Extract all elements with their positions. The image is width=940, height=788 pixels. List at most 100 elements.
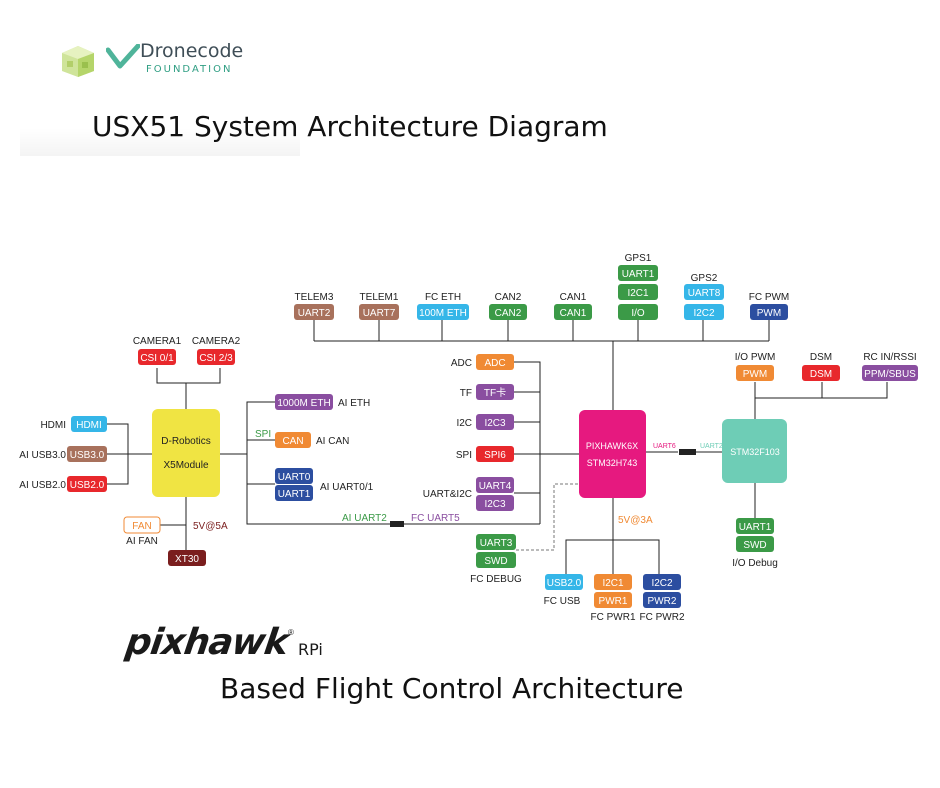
tag-usb30: USB3.0 — [67, 446, 107, 462]
tag-swd: SWD — [476, 552, 516, 568]
tag-eth1000: 1000M ETH — [275, 394, 333, 410]
label-telem3: TELEM3 — [295, 292, 334, 303]
line-fc-debug — [516, 483, 579, 551]
tag-i2c3b: I2C3 — [476, 495, 514, 511]
tag-i2c2: I2C2 — [643, 574, 681, 590]
label-fc-pwr1: FC PWR1 — [591, 612, 636, 623]
tag-text: SWD — [743, 540, 766, 551]
tag-text: I/O — [631, 308, 645, 319]
label-dsm: DSM — [810, 352, 832, 363]
label-ai-uart01: AI UART0/1 — [320, 482, 374, 493]
tag-text: I2C1 — [627, 288, 649, 299]
tag-text: UART3 — [480, 538, 513, 549]
label-io-pwm: I/O PWM — [735, 352, 776, 363]
tag-text: I2C3 — [484, 499, 506, 510]
tag-usb20a: USB2.0 — [67, 476, 107, 492]
tag-telem1: UART7 — [359, 304, 399, 320]
tag-io-uart1: UART1 — [736, 518, 774, 534]
tag-text: USB3.0 — [70, 450, 105, 461]
tag-text: UART1 — [278, 489, 311, 500]
page-title: USX51 System Architecture Diagram — [92, 110, 608, 143]
label-fceth: FC ETH — [425, 292, 461, 303]
tag-text: UART8 — [688, 288, 721, 299]
tag-dsm: DSM — [802, 365, 840, 381]
pixhawk-line2: STM32H743 — [587, 458, 638, 468]
tag-i2c3: I2C3 — [476, 414, 514, 430]
tag-ppm: PPM/SBUS — [862, 365, 918, 381]
tag-text: I2C2 — [693, 308, 715, 319]
tag-text: PWM — [743, 369, 767, 380]
pixhawk-logo: pixhawk — [123, 622, 291, 663]
label-rc-in: RC IN/RSSI — [863, 352, 916, 363]
tag-text: PWR2 — [648, 596, 677, 607]
tag-tf: TF卡 — [476, 384, 514, 400]
label-fc-uart5: FC UART5 — [411, 513, 460, 524]
uart-connector-right — [679, 449, 696, 455]
label-fc-usb: FC USB — [544, 596, 581, 607]
label-hdmi: HDMI — [40, 420, 66, 431]
label-fc-pwr2: FC PWR2 — [640, 612, 685, 623]
tag-text: 100M ETH — [419, 308, 467, 319]
tag-usb20b: USB2.0 — [545, 574, 583, 590]
pixhawk-rpi: RPi — [298, 640, 323, 659]
x5-line2: X5Module — [163, 460, 208, 471]
tag-gps2-uart: UART8 — [684, 284, 724, 300]
tag-text: UART0 — [278, 472, 311, 483]
tag-uart3: UART3 — [476, 534, 516, 550]
stm32-label: STM32F103 — [730, 447, 780, 457]
label-telem1: TELEM1 — [360, 292, 399, 303]
tag-text: UART1 — [622, 269, 655, 280]
diagram-subtitle: Based Flight Control Architecture — [220, 672, 684, 705]
tag-text: I2C2 — [651, 578, 673, 589]
pixhawk-module[interactable]: PIXHAWK6X STM32H743 — [579, 410, 646, 498]
label-fc-debug: FC DEBUG — [470, 574, 522, 585]
label-pwr-5v3a: 5V@3A — [618, 515, 653, 526]
label-ai-fan: AI FAN — [126, 536, 158, 547]
label-spi-fc: SPI — [456, 450, 472, 461]
tag-pwr1: PWR1 — [594, 592, 632, 608]
label-gps1: GPS1 — [625, 253, 652, 264]
tag-pwr2: PWR2 — [643, 592, 681, 608]
tag-gps2-i2c: I2C2 — [684, 304, 724, 320]
tag-text: DSM — [810, 369, 832, 380]
line-fc-bus — [514, 361, 541, 524]
label-usb20: AI USB2.0 — [19, 480, 66, 491]
tag-io: I/O — [618, 304, 658, 320]
tag-uart0: UART0 — [275, 468, 313, 484]
label-usb30: AI USB3.0 — [19, 450, 66, 461]
label-gps2: GPS2 — [691, 273, 718, 284]
dronecode-check-icon — [106, 44, 140, 69]
label-uart-i2c: UART&I2C — [423, 489, 472, 500]
label-pwr-5v5a: 5V@5A — [193, 521, 228, 532]
label-spi: SPI — [255, 429, 271, 440]
tag-text: I2C3 — [484, 418, 506, 429]
tag-text: 1000M ETH — [277, 398, 330, 409]
tag-xt30: XT30 — [168, 550, 206, 566]
tag-text: UART4 — [479, 481, 512, 492]
tag-text: USB2.0 — [547, 578, 582, 589]
tag-text: PWM — [757, 308, 781, 319]
tag-can-ai: CAN — [275, 432, 311, 448]
label-camera2: CAMERA2 — [192, 336, 241, 347]
tag-text: CAN1 — [560, 308, 587, 319]
stm32-module[interactable]: STM32F103 — [722, 419, 787, 483]
tag-text: UART1 — [739, 522, 772, 533]
label-adc: ADC — [451, 358, 472, 369]
label-can1: CAN1 — [560, 292, 587, 303]
tag-iopwm: PWM — [736, 365, 774, 381]
tag-text: USB2.0 — [70, 480, 105, 491]
label-fcpwm: FC PWM — [749, 292, 790, 303]
tag-text: PPM/SBUS — [864, 369, 916, 380]
x5-module[interactable]: D-Robotics X5Module — [152, 409, 220, 497]
label-ai-can: AI CAN — [316, 436, 349, 447]
tag-gps1-uart: UART1 — [618, 265, 658, 281]
tag-text: FAN — [132, 521, 151, 532]
tag-text: CSI 0/1 — [140, 353, 174, 364]
tag-text: UART2 — [298, 308, 331, 319]
label-i2c: I2C — [456, 418, 472, 429]
x5-line1: D-Robotics — [161, 436, 210, 447]
tag-gps1-i2c: I2C1 — [618, 284, 658, 300]
